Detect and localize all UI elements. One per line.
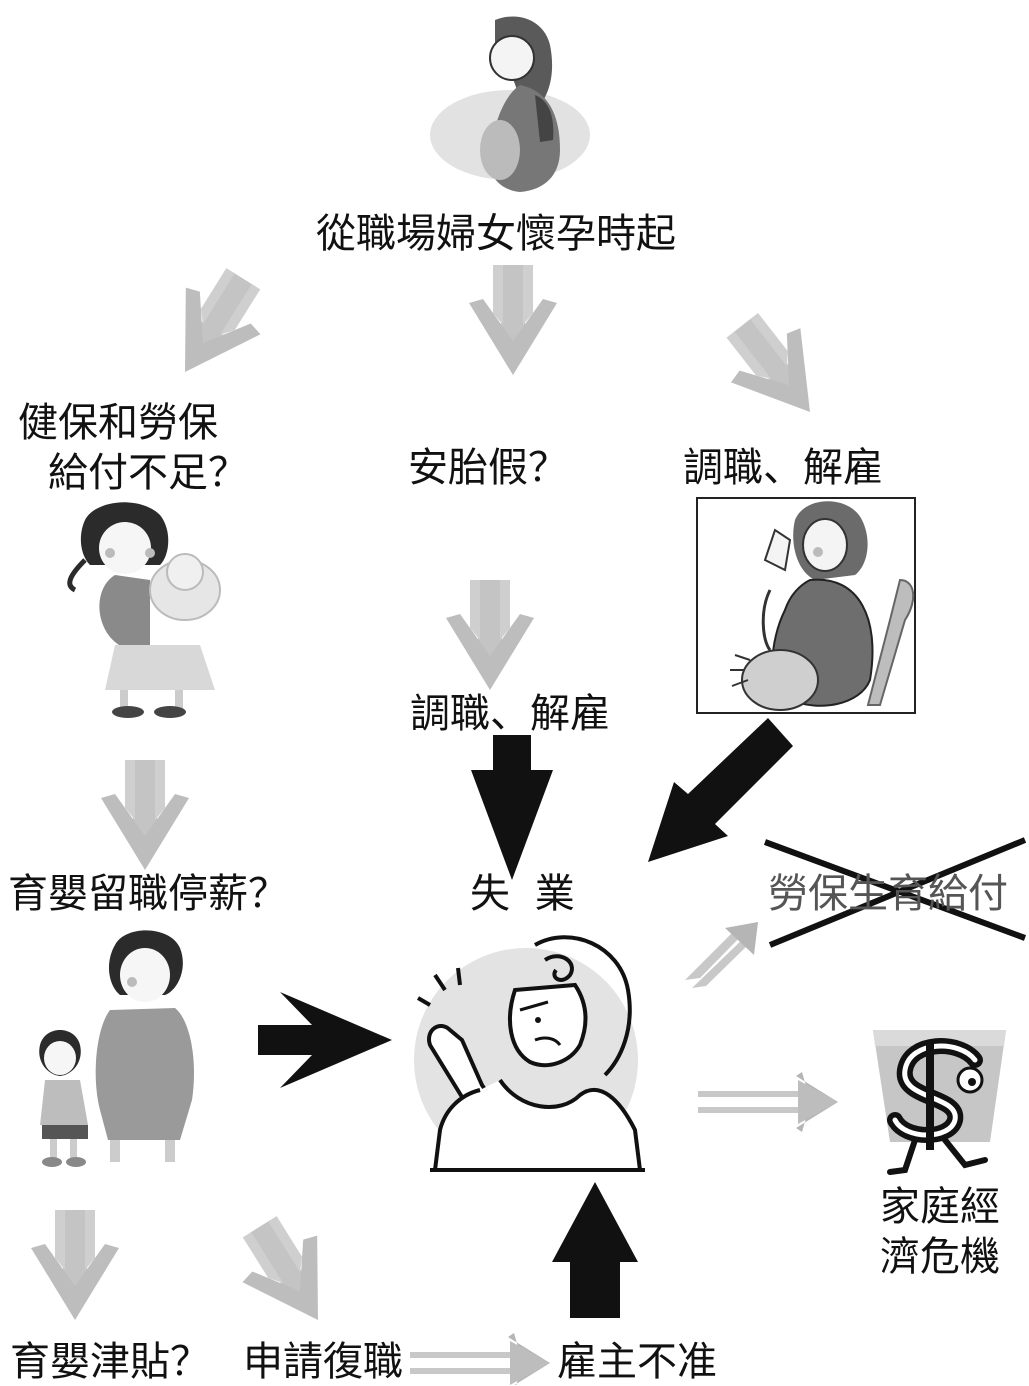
start-label: 從職場婦女懷孕時起 (316, 211, 676, 257)
arrow-chair-to-unemployment-dark (648, 718, 793, 862)
arrow-insurance-down-light (101, 760, 189, 870)
arrow-childcare-diagonal-light (222, 1203, 356, 1344)
crisis-label-line1: 家庭經 (880, 1184, 1000, 1230)
arrow-childcare-down-light (31, 1210, 119, 1320)
crisis-label: 家庭經 濟危機 (860, 1182, 1020, 1282)
arrow-reinstate-to-employer-light (410, 1333, 550, 1385)
leave-label: 安胎假？ (408, 445, 568, 491)
arrow-center-down-light (469, 265, 557, 375)
arrow-transfer-down-dark (471, 735, 553, 880)
arrow-employer-up-dark (552, 1182, 638, 1318)
insurance-label-line1: 健保和勞保 (18, 400, 218, 446)
arrow-left-down-light (147, 255, 281, 396)
pregnant-woman-illustration (430, 16, 590, 192)
employer-label: 雇主不准 (557, 1339, 717, 1385)
pregnant-woman-chair-illustration (696, 497, 916, 714)
mother-with-child-illustration (39, 930, 195, 1167)
arrow-childcare-to-unemployment-dark (258, 992, 392, 1088)
unemployment-label: 失 業 (470, 871, 581, 917)
allowance-label: 育嬰津貼？ (10, 1339, 210, 1385)
insurance-label: 健保和勞保 給付不足？ (18, 398, 258, 498)
transfer-top-label: 調職、解雇 (683, 445, 883, 491)
mother-with-baby-illustration (67, 502, 221, 718)
childcare-label: 育嬰留職停薪？ (8, 871, 288, 917)
cross-out-mark (763, 837, 1027, 948)
arrow-to-crisis-light (698, 1072, 838, 1132)
worried-woman-phone-illustration (414, 935, 645, 1172)
insurance-label-line2: 給付不足？ (48, 450, 248, 496)
arrow-to-benefit-light (685, 922, 758, 988)
maternity-benefit-label: 勞保生育給付 (768, 871, 1008, 917)
crisis-label-line2: 濟危機 (880, 1234, 1000, 1280)
dollar-sign-icon (873, 1030, 1006, 1175)
arrow-leave-down-light (446, 580, 534, 690)
reinstate-label: 申請復職 (243, 1339, 403, 1385)
transfer-mid-label: 調職、解雇 (410, 691, 610, 737)
arrow-right-down-light (707, 298, 845, 440)
